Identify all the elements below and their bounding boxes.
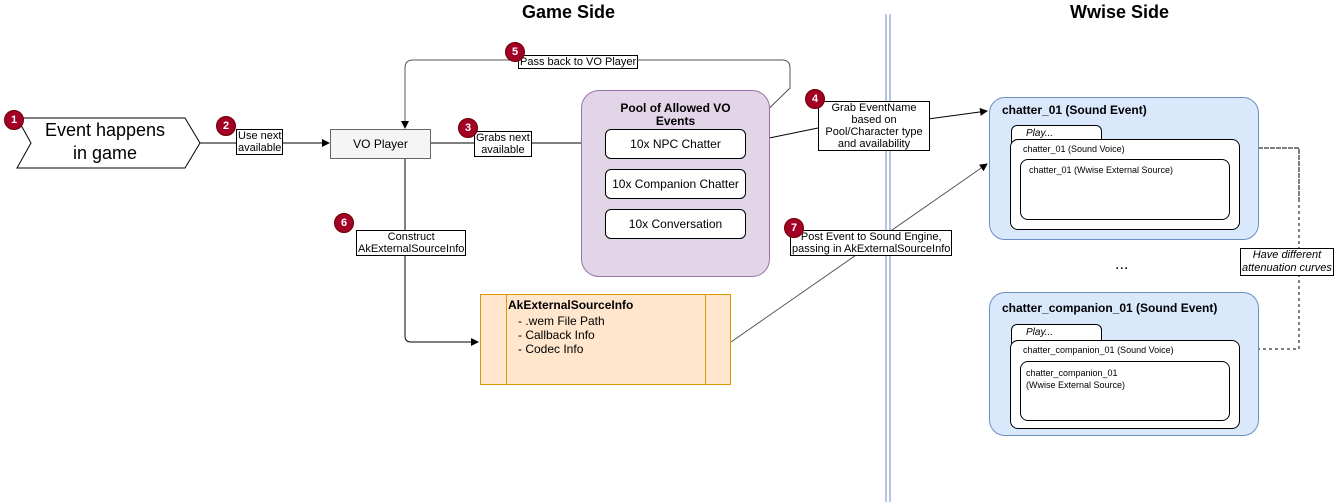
attenuation-note: Have different attenuation curves: [1240, 248, 1334, 276]
step7-label: Post Event to Sound Engine, passing in A…: [790, 230, 953, 256]
aksi-line-path: - .wem File Path: [518, 314, 605, 328]
aksi-node: AkExternalSourceInfo - .wem File Path - …: [480, 294, 731, 385]
aksi-line-callback: - Callback Info: [518, 328, 595, 342]
wwise-event2-voice: chatter_companion_01 (Sound Voice): [1023, 345, 1174, 355]
wwise-event2-source-line2: (Wwise External Source): [1026, 380, 1126, 390]
pool-item-npc-chatter: 10x NPC Chatter: [605, 129, 746, 159]
event-shape-outline: [16, 117, 201, 169]
wwise-event2-container: chatter_companion_01 (Sound Event) Play.…: [989, 292, 1259, 436]
wwise-event2-voice-box: chatter_companion_01 (Sound Voice) chatt…: [1010, 340, 1240, 429]
step1-badge: 1: [4, 110, 24, 130]
aksi-line-codec: - Codec Info: [518, 342, 584, 356]
event-shape-line1: Event happens: [44, 120, 166, 140]
game-side-header: Game Side: [522, 2, 616, 22]
wwise-event1-voice: chatter_01 (Sound Voice): [1023, 144, 1125, 154]
step5-badge: 5: [505, 42, 525, 62]
step2-label: Use next available: [236, 129, 284, 155]
wwise-event1-source-box: chatter_01 (Wwise External Source): [1020, 159, 1230, 220]
wwise-event2-source-box: chatter_companion_01 (Wwise External Sou…: [1020, 361, 1230, 421]
step2-badge: 2: [216, 116, 236, 136]
step3-badge: 3: [458, 118, 478, 138]
arrow-label4-to-event1: [927, 107, 988, 120]
pool-title: Pool of Allowed VO Events: [620, 101, 731, 128]
aksi-lines: - .wem File Path - Callback Info - Codec…: [518, 314, 605, 356]
arrow-pass-back: [401, 59, 791, 132]
pool-item-conversation: 10x Conversation: [605, 209, 746, 239]
wwise-event1-title: chatter_01 (Sound Event): [1002, 103, 1147, 117]
step5-label: Pass back to VO Player: [518, 55, 639, 69]
aksi-title: AkExternalSourceInfo: [508, 298, 634, 312]
wwise-event2-source-line1: chatter_companion_01: [1026, 368, 1118, 378]
wwise-event1-container: chatter_01 (Sound Event) Play... chatter…: [989, 97, 1259, 240]
wwise-event2-play: Play...: [1026, 327, 1054, 338]
vo-player-node: VO Player: [330, 129, 431, 159]
aksi-left-divider: [506, 295, 507, 384]
wwise-event1-play: Play...: [1026, 128, 1054, 139]
step3-label: Grabs next available: [474, 131, 532, 157]
step6-label: Construct AkExternalSourceInfo: [356, 230, 467, 256]
step4-label: Grab EventName based on Pool/Character t…: [818, 101, 930, 151]
wwise-event2-title: chatter_companion_01 (Sound Event): [1002, 301, 1218, 315]
event-shape-line2: in game: [72, 143, 138, 163]
step4-badge: 4: [805, 89, 825, 109]
wwise-ellipsis: ...: [1115, 256, 1129, 273]
wwise-event1-voice-box: chatter_01 (Sound Voice) chatter_01 (Wwi…: [1010, 139, 1240, 230]
step6-badge: 6: [334, 213, 354, 233]
aksi-right-divider: [705, 295, 706, 384]
arrow-player-to-aksi: [404, 158, 479, 346]
event-shape-text: Event happens in game: [30, 119, 180, 165]
step7-badge: 7: [784, 218, 804, 238]
pool-item-companion-chatter: 10x Companion Chatter: [605, 169, 746, 199]
wwise-event2-source: chatter_companion_01 (Wwise External Sou…: [1026, 367, 1125, 391]
wwise-event1-source: chatter_01 (Wwise External Source): [1029, 165, 1174, 175]
wwise-side-header: Wwise Side: [1070, 2, 1170, 22]
